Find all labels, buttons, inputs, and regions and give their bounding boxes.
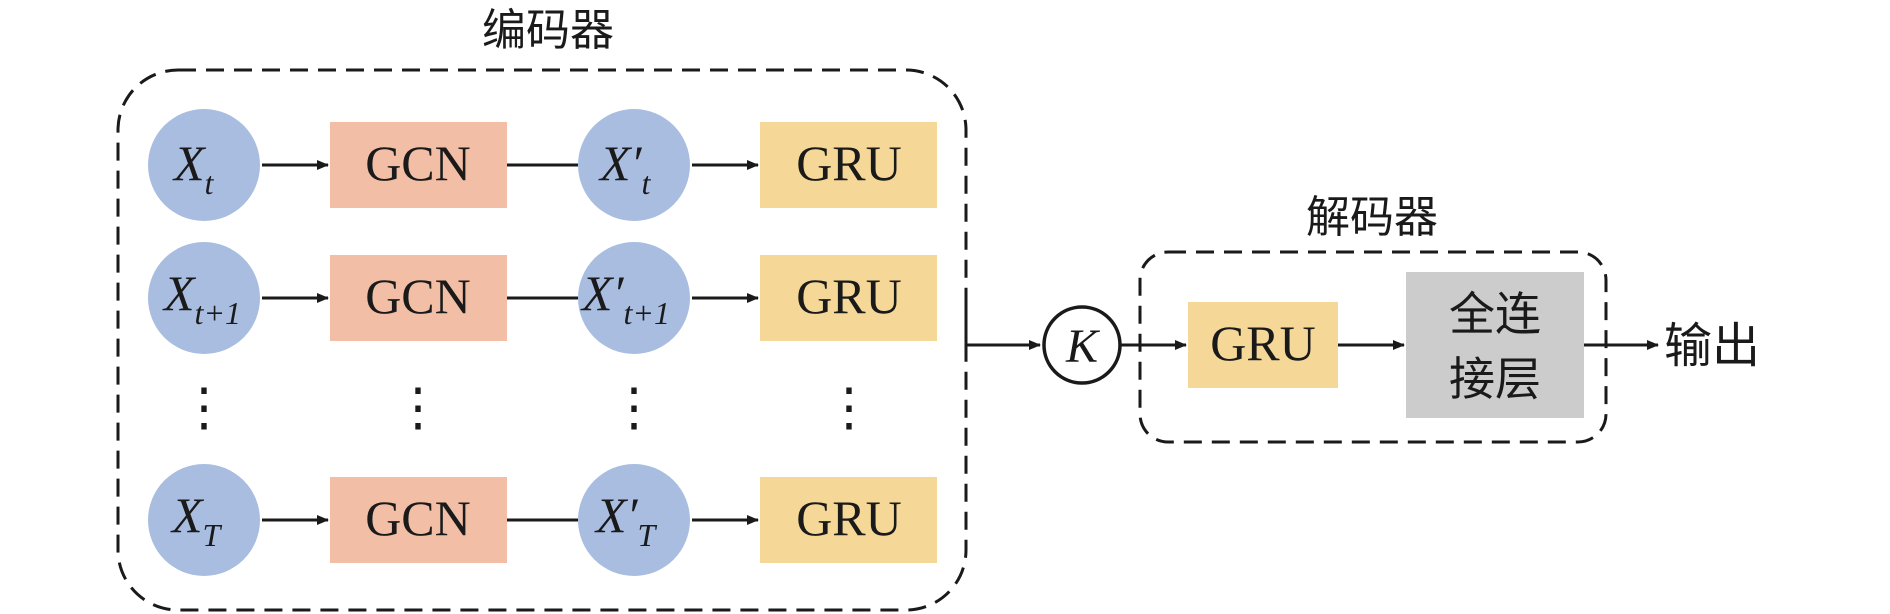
decoder-gru-block: [1188, 302, 1338, 388]
gcn-block: [330, 255, 507, 341]
hidden-node: [578, 109, 690, 221]
decoder-box: [1138, 250, 1608, 444]
encoder-ellipsis-row: ⋮ ⋮ ⋮ ⋮: [178, 380, 875, 437]
encoder-output-connector: [964, 298, 1041, 350]
gru-label: GRU: [796, 490, 902, 546]
encoder-row-0: Xt GCN X′t GRU: [148, 109, 937, 221]
encoder-box: [116, 68, 968, 612]
encoder-row-1: Xt+1 GCN X′t+1 GRU: [148, 242, 937, 354]
output-label: 输出: [1664, 318, 1760, 374]
gru-block: [760, 255, 937, 341]
input-label: Xt: [172, 135, 215, 201]
fc-label-line1: 全连: [1449, 287, 1541, 341]
ellipsis: ⋮: [392, 380, 444, 437]
input-node: [148, 464, 260, 576]
hidden-label: X′t: [598, 135, 651, 201]
ellipsis: ⋮: [608, 380, 660, 437]
input-node: [148, 242, 260, 354]
input-node: [148, 109, 260, 221]
hidden-label: X′t+1: [580, 265, 670, 331]
ellipsis: ⋮: [178, 380, 230, 437]
encoder-title: 编码器: [482, 5, 614, 56]
hidden-node: [578, 464, 690, 576]
gcn-label: GCN: [365, 268, 471, 324]
gcn-label: GCN: [365, 490, 471, 546]
fc-layer-block: [1406, 272, 1584, 418]
gcn-block: [330, 122, 507, 208]
input-label: Xt+1: [162, 265, 241, 331]
encoder-row-2: XT GCN X′T GRU: [148, 464, 937, 576]
decoder-title: 解码器: [1306, 192, 1438, 243]
hidden-node: [578, 242, 690, 354]
hidden-label: X′T: [594, 487, 657, 553]
gcn-block: [330, 477, 507, 563]
gru-block: [760, 122, 937, 208]
ellipsis: ⋮: [823, 380, 875, 437]
gru-label: GRU: [796, 135, 902, 191]
gcn-label: GCN: [365, 135, 471, 191]
concat-label: K: [1065, 320, 1101, 373]
gru-label: GRU: [796, 268, 902, 324]
input-label: XT: [170, 487, 223, 553]
gru-block: [760, 477, 937, 563]
decoder-gru-label: GRU: [1210, 315, 1316, 371]
fc-label-line2: 接层: [1449, 352, 1541, 406]
